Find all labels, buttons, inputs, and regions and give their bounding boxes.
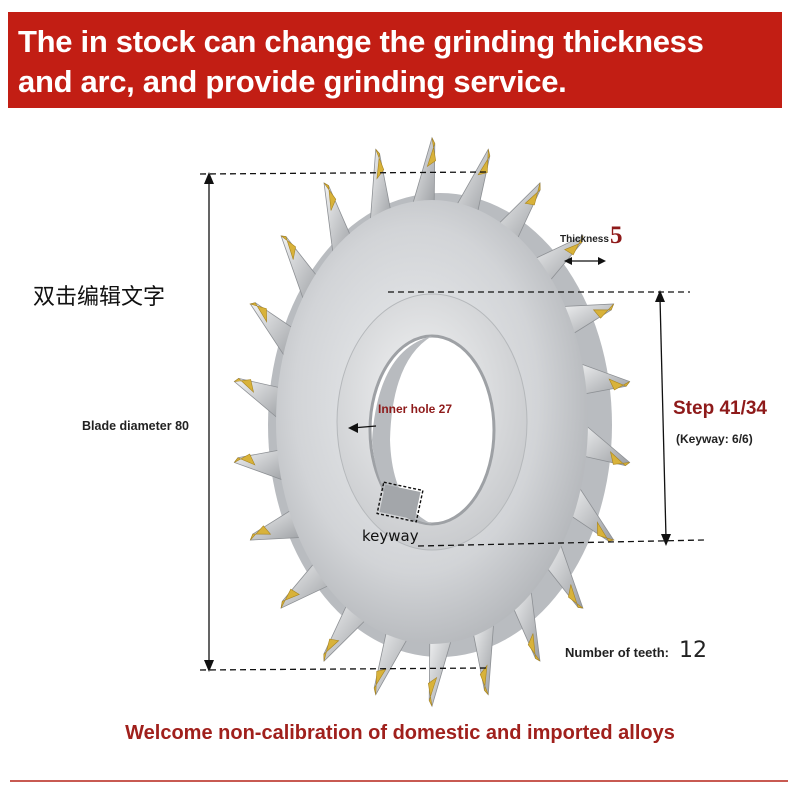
carbide-tip bbox=[323, 638, 340, 662]
chinese-placeholder-text: 双击编辑文字 bbox=[33, 285, 166, 310]
carbide-tip bbox=[477, 149, 491, 176]
teeth-count: Number of teeth: 12 bbox=[565, 638, 707, 663]
carbide-tip bbox=[234, 453, 256, 466]
carbide-tip bbox=[564, 235, 584, 256]
carbide-tip bbox=[250, 525, 272, 541]
carbide-tip bbox=[609, 451, 630, 466]
keyway-info-label: (Keyway: 6/6) bbox=[676, 432, 753, 446]
carbide-tip bbox=[375, 149, 385, 180]
footer-tagline: Welcome non-calibration of domestic and … bbox=[125, 722, 675, 744]
carbide-tip bbox=[280, 588, 300, 609]
carbide-tip bbox=[234, 378, 255, 393]
footer-divider bbox=[10, 780, 788, 782]
carbide-tip bbox=[427, 676, 438, 707]
carbide-tip bbox=[597, 521, 615, 542]
carbide-tip bbox=[280, 235, 296, 260]
banner-line-2: and arc, and provide grinding service. bbox=[18, 64, 567, 99]
banner-line-1: The in stock can change the grinding thi… bbox=[18, 24, 704, 59]
inner-hole-label: Inner hole 27 bbox=[378, 402, 453, 416]
step-label: Step 41/34 bbox=[673, 398, 767, 419]
dimension-lines bbox=[199, 171, 705, 671]
carbide-tip bbox=[524, 182, 541, 206]
inner-hole-wall bbox=[372, 336, 432, 524]
blade-diameter-label: Blade diameter 80 bbox=[82, 419, 189, 433]
carbide-tip bbox=[592, 303, 614, 319]
dimension-arrowheads bbox=[204, 172, 671, 672]
carbide-tip bbox=[608, 378, 630, 391]
teeth-count-label: Number of teeth: bbox=[565, 645, 669, 660]
keyway-outline bbox=[376, 481, 424, 523]
carbide-tip bbox=[527, 633, 541, 662]
keyway-label: keyway bbox=[362, 527, 419, 545]
carbide-tip bbox=[568, 584, 584, 609]
thickness-label: Thickness bbox=[560, 234, 609, 245]
carbide-tip bbox=[323, 182, 337, 211]
carbide-tip bbox=[479, 664, 489, 695]
carbide-tip bbox=[249, 302, 267, 323]
header-banner: The in stock can change the grinding thi… bbox=[8, 12, 782, 108]
carbide-tip bbox=[426, 137, 437, 168]
teeth-count-value: 12 bbox=[679, 638, 707, 663]
thickness-value: 5 bbox=[610, 222, 623, 249]
keyway-notch bbox=[379, 484, 421, 520]
